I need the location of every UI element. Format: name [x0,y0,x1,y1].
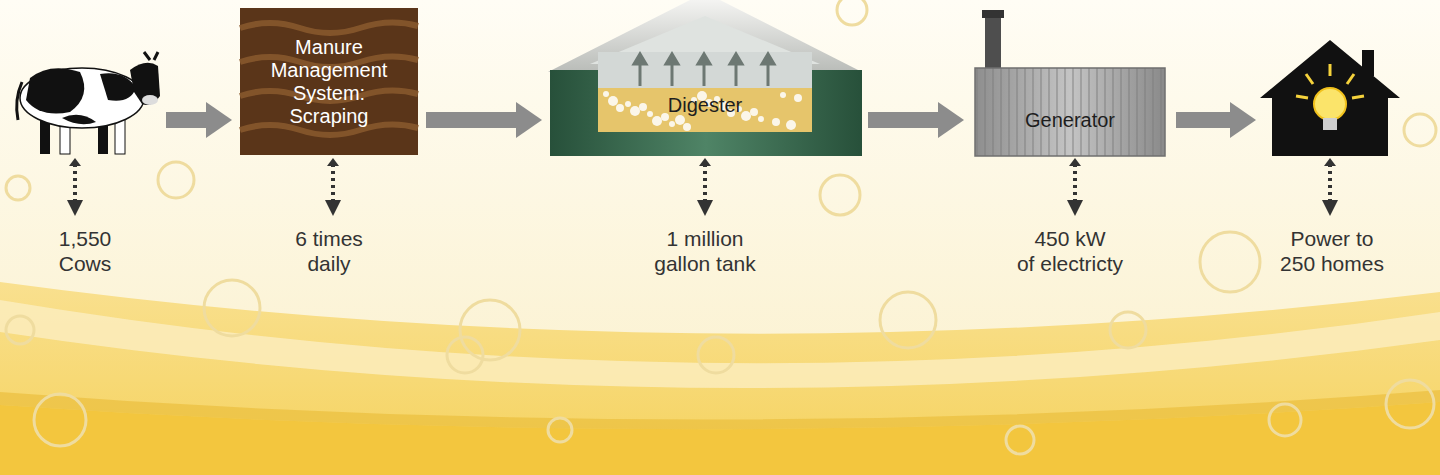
cow-node: 1,550 Cows [10,0,160,290]
home-node: Power to 250 homes [1262,0,1402,290]
node-title: Generator [980,109,1160,132]
cow-icon [17,52,160,154]
figure-caption: 1,550 Cows [38,226,133,276]
figure-caption: 1 million gallon tank [615,226,795,276]
flow-arrow [1176,102,1256,138]
node-title: Manure Management System: Scraping [254,36,404,128]
arrow-shaft [1176,112,1232,128]
figure-caption: 450 kW of electricty [995,226,1145,276]
figure-caption: Power to 250 homes [1272,226,1392,276]
manure-system-box [240,8,418,155]
node-title: Digester [605,94,805,117]
arrow-head [206,102,232,138]
arrow-head [516,102,542,138]
flow-arrow [166,102,232,138]
arrow-shaft [868,112,940,128]
arrow-head [1230,102,1256,138]
leader-arrows [75,164,1330,208]
arrow-shaft [166,112,208,128]
generator-unit [975,10,1165,156]
generator-node: Generator 450 kW of electricty [970,0,1170,290]
arrow-shaft [426,112,518,128]
flow-arrow [868,102,964,138]
house-icon [1260,40,1400,156]
flow-arrow [426,102,542,138]
manure-node: Manure Management System: Scraping 6 time… [238,0,420,290]
digester-node: Digester 1 million gallon tank [548,0,862,290]
digester-tank [548,0,862,156]
figure-caption: 6 times daily [274,226,384,276]
arrow-head [938,102,964,138]
